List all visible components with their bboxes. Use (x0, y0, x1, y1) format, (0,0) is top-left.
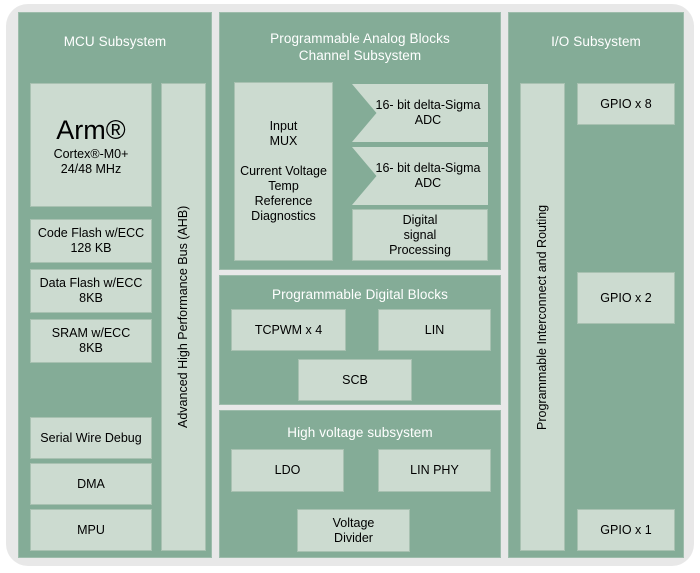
adc-2-block[interactable]: 16- bit delta-Sigma ADC (352, 147, 488, 205)
high-voltage-subsystem-panel: High voltage subsystem LDO LIN PHY Volta… (219, 410, 501, 558)
digital-signal-processing-block[interactable]: Digital signal Processing (352, 209, 488, 261)
analog-subsystem-panel: Programmable Analog Blocks Channel Subsy… (219, 12, 501, 270)
serial-wire-debug-block[interactable]: Serial Wire Debug (30, 417, 152, 459)
interconnect-routing-block[interactable]: Programmable Interconnect and Routing (520, 83, 565, 551)
gpio-x8-block[interactable]: GPIO x 8 (577, 83, 675, 125)
mpu-block[interactable]: MPU (30, 509, 152, 551)
ahb-bus-block[interactable]: Advanced High Performance Bus (AHB) (161, 83, 206, 551)
data-flash-block[interactable]: Data Flash w/ECC 8KB (30, 269, 152, 313)
io-subsystem-panel: I/O Subsystem Programmable Interconnect … (508, 12, 684, 558)
adc-1-block[interactable]: 16- bit delta-Sigma ADC (352, 84, 488, 142)
lin-block[interactable]: LIN (378, 309, 491, 351)
gpio-x1-block[interactable]: GPIO x 1 (577, 509, 675, 551)
arm-core-name: Arm® (56, 114, 126, 145)
arm-core-block[interactable]: Arm® Cortex®-M0+ 24/48 MHz (30, 83, 152, 207)
code-flash-block[interactable]: Code Flash w/ECC 128 KB (30, 219, 152, 263)
mcu-subsystem-title: MCU Subsystem (63, 34, 167, 49)
input-mux-block[interactable]: Input MUX Current Voltage Temp Reference… (234, 82, 333, 261)
voltage-divider-block[interactable]: Voltage Divider (297, 509, 410, 552)
digital-subsystem-title: Programmable Digital Blocks (271, 287, 448, 302)
arm-core-detail: Cortex®-M0+ 24/48 MHz (53, 146, 129, 176)
tcpwm-block[interactable]: TCPWM x 4 (231, 309, 346, 351)
high-voltage-subsystem-title: High voltage subsystem (287, 425, 433, 440)
io-subsystem-title: I/O Subsystem (551, 34, 641, 49)
analog-subsystem-title: Programmable Analog Blocks Channel Subsy… (270, 31, 450, 63)
sram-block[interactable]: SRAM w/ECC 8KB (30, 319, 152, 363)
gpio-x2-block[interactable]: GPIO x 2 (577, 272, 675, 324)
dma-block[interactable]: DMA (30, 463, 152, 505)
chip-outline: MCU Subsystem Arm® Cortex®-M0+ 24/48 MHz… (6, 4, 694, 566)
ldo-block[interactable]: LDO (231, 449, 344, 492)
scb-block[interactable]: SCB (298, 359, 412, 401)
lin-phy-block[interactable]: LIN PHY (378, 449, 491, 492)
mcu-subsystem-panel: MCU Subsystem Arm® Cortex®-M0+ 24/48 MHz… (18, 12, 212, 558)
digital-subsystem-panel: Programmable Digital Blocks TCPWM x 4 LI… (219, 275, 501, 405)
